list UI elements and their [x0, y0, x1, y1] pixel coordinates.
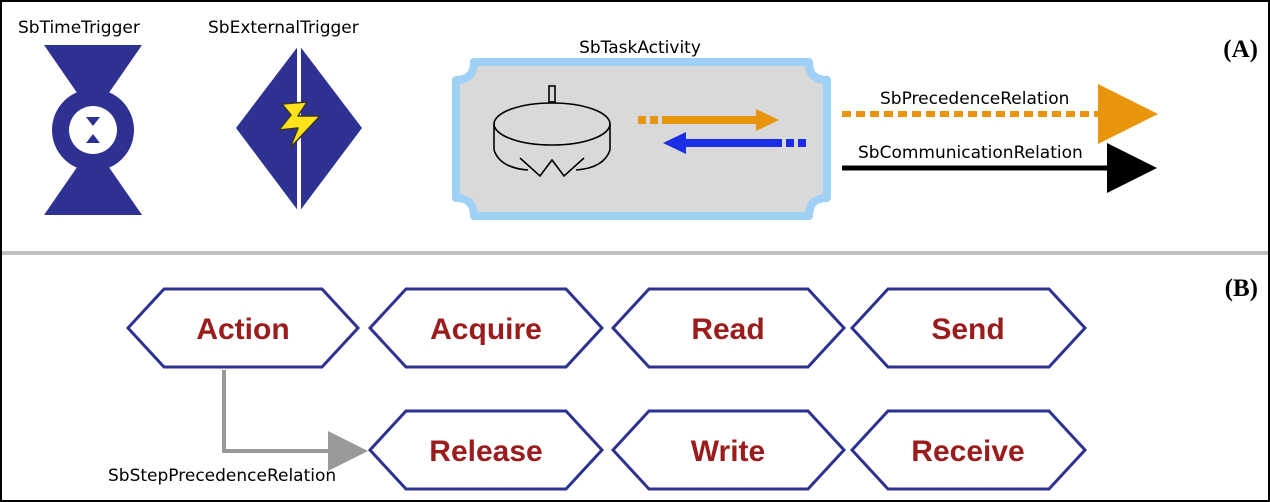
- section-a-label: (A): [1223, 36, 1258, 63]
- step-read: Read: [610, 287, 847, 369]
- external-trigger-label: SbExternalTrigger: [208, 18, 359, 38]
- step-precedence-arrow: [222, 370, 368, 471]
- task-activity-shape: [452, 58, 831, 220]
- step-action-label: Action: [196, 313, 289, 346]
- step-receive-label: Receive: [911, 435, 1024, 468]
- step-send: Send: [849, 287, 1088, 369]
- time-trigger-icon: [44, 45, 142, 215]
- step-write: Write: [610, 409, 847, 491]
- step-acquire: Acquire: [367, 287, 605, 369]
- step-release: Release: [367, 409, 605, 491]
- communication-relation-label: SbCommunicationRelation: [858, 143, 1083, 163]
- lightning-bolt-icon: [278, 101, 321, 149]
- step-action: Action: [125, 287, 361, 369]
- precedence-relation-label: SbPrecedenceRelation: [880, 89, 1069, 109]
- loop-cycle-icon: [493, 85, 611, 178]
- step-release-label: Release: [429, 435, 542, 468]
- section-b-label: (B): [1225, 275, 1258, 302]
- step-receive: Receive: [849, 409, 1088, 491]
- step-acquire-label: Acquire: [430, 313, 542, 346]
- step-send-label: Send: [931, 313, 1004, 346]
- time-trigger-label: SbTimeTrigger: [18, 18, 140, 38]
- communication-arrow-icon: [663, 132, 806, 154]
- step-read-label: Read: [691, 313, 764, 346]
- step-precedence-label: SbStepPrecedenceRelation: [108, 466, 336, 486]
- precedence-arrow-icon: [638, 109, 779, 131]
- step-write-label: Write: [691, 435, 765, 468]
- task-activity-label: SbTaskActivity: [579, 38, 701, 58]
- external-trigger-icon: [236, 45, 362, 212]
